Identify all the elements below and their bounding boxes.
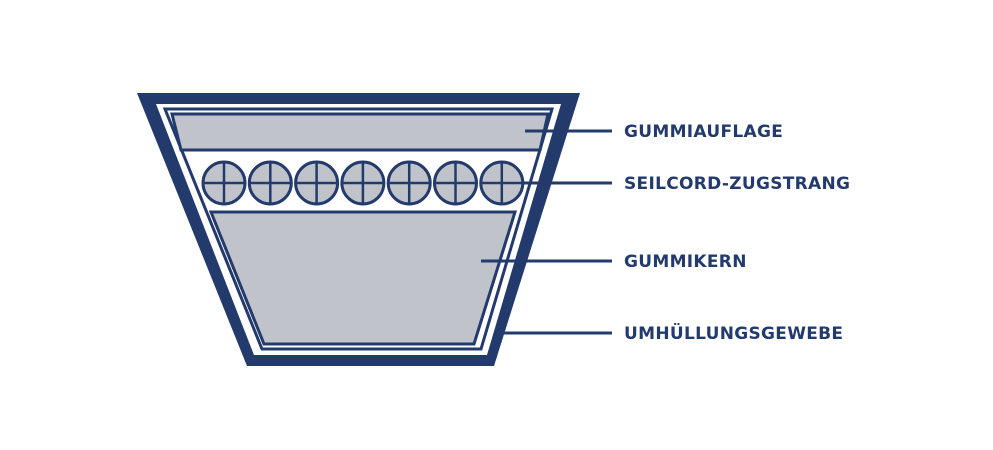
rubber-core [208, 210, 518, 346]
cord-circle [247, 160, 293, 206]
rubber-top-layer [170, 112, 550, 152]
cord-row [201, 160, 525, 206]
cord-circle [340, 160, 386, 206]
cord-circle [294, 160, 340, 206]
cord-circle [479, 160, 525, 206]
inner-outline [162, 107, 555, 351]
label-seilcord-zugstrang: SEILCORD-ZUGSTRANG [624, 174, 850, 194]
label-umhuellungsgewebe: UMHÜLLUNGSGEWEBE [624, 322, 843, 344]
cord-circle [386, 160, 432, 206]
cord-circle [201, 160, 247, 206]
cord-circle [433, 160, 478, 206]
label-gummikern: GUMMIKERN [624, 252, 747, 272]
label-gummiauflage: GUMMIAUFLAGE [624, 122, 783, 142]
